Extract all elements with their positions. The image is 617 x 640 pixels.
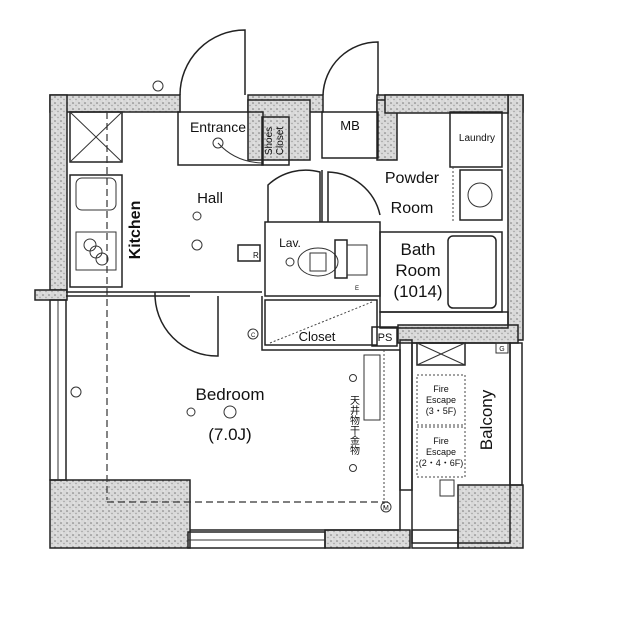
lavatory — [264, 221, 381, 297]
mb-label: MB — [340, 118, 360, 133]
bedroom-size: (7.0J) — [208, 425, 251, 444]
toilet-icon — [297, 247, 339, 277]
light-icon — [191, 239, 203, 251]
kitchen-label: Kitchen — [127, 201, 144, 260]
balcony-label: Balcony — [477, 389, 496, 450]
shoes-closet — [261, 116, 290, 166]
washbasin — [459, 169, 503, 221]
pipe-space — [371, 326, 398, 347]
kitchen — [69, 111, 123, 500]
entry-doors — [152, 29, 379, 96]
ceiling-hanger-label: 天井物干金物 — [348, 395, 360, 456]
hanger-rail — [363, 354, 381, 421]
r-symbol: R — [253, 251, 259, 260]
meter-box — [321, 111, 379, 159]
laundry-label: Laundry — [459, 133, 495, 144]
entrance-label: Entrance — [190, 119, 246, 135]
light-icon — [192, 211, 202, 221]
sink-icon — [75, 177, 117, 211]
closet-label: Closet — [299, 329, 336, 344]
ps-label: PS — [378, 332, 393, 344]
bedroom-label: Bedroom — [196, 385, 265, 404]
stove-icon — [75, 231, 117, 271]
exterior-walls — [34, 94, 524, 549]
m-symbol: M — [383, 505, 389, 512]
laundry-area — [449, 111, 503, 168]
hall-label: Hall — [197, 190, 223, 207]
entrance-area — [177, 111, 264, 166]
intercom-r — [237, 244, 261, 262]
lav-label: Lav. — [279, 236, 301, 250]
c-symbol: C — [251, 333, 256, 339]
shoes-closet-label: ShoesCloset — [264, 127, 286, 156]
bathtub-icon — [447, 235, 497, 309]
g-label: G — [499, 346, 504, 353]
drain-icon — [439, 479, 455, 497]
e-symbol: E — [355, 286, 359, 292]
closet — [264, 299, 378, 346]
